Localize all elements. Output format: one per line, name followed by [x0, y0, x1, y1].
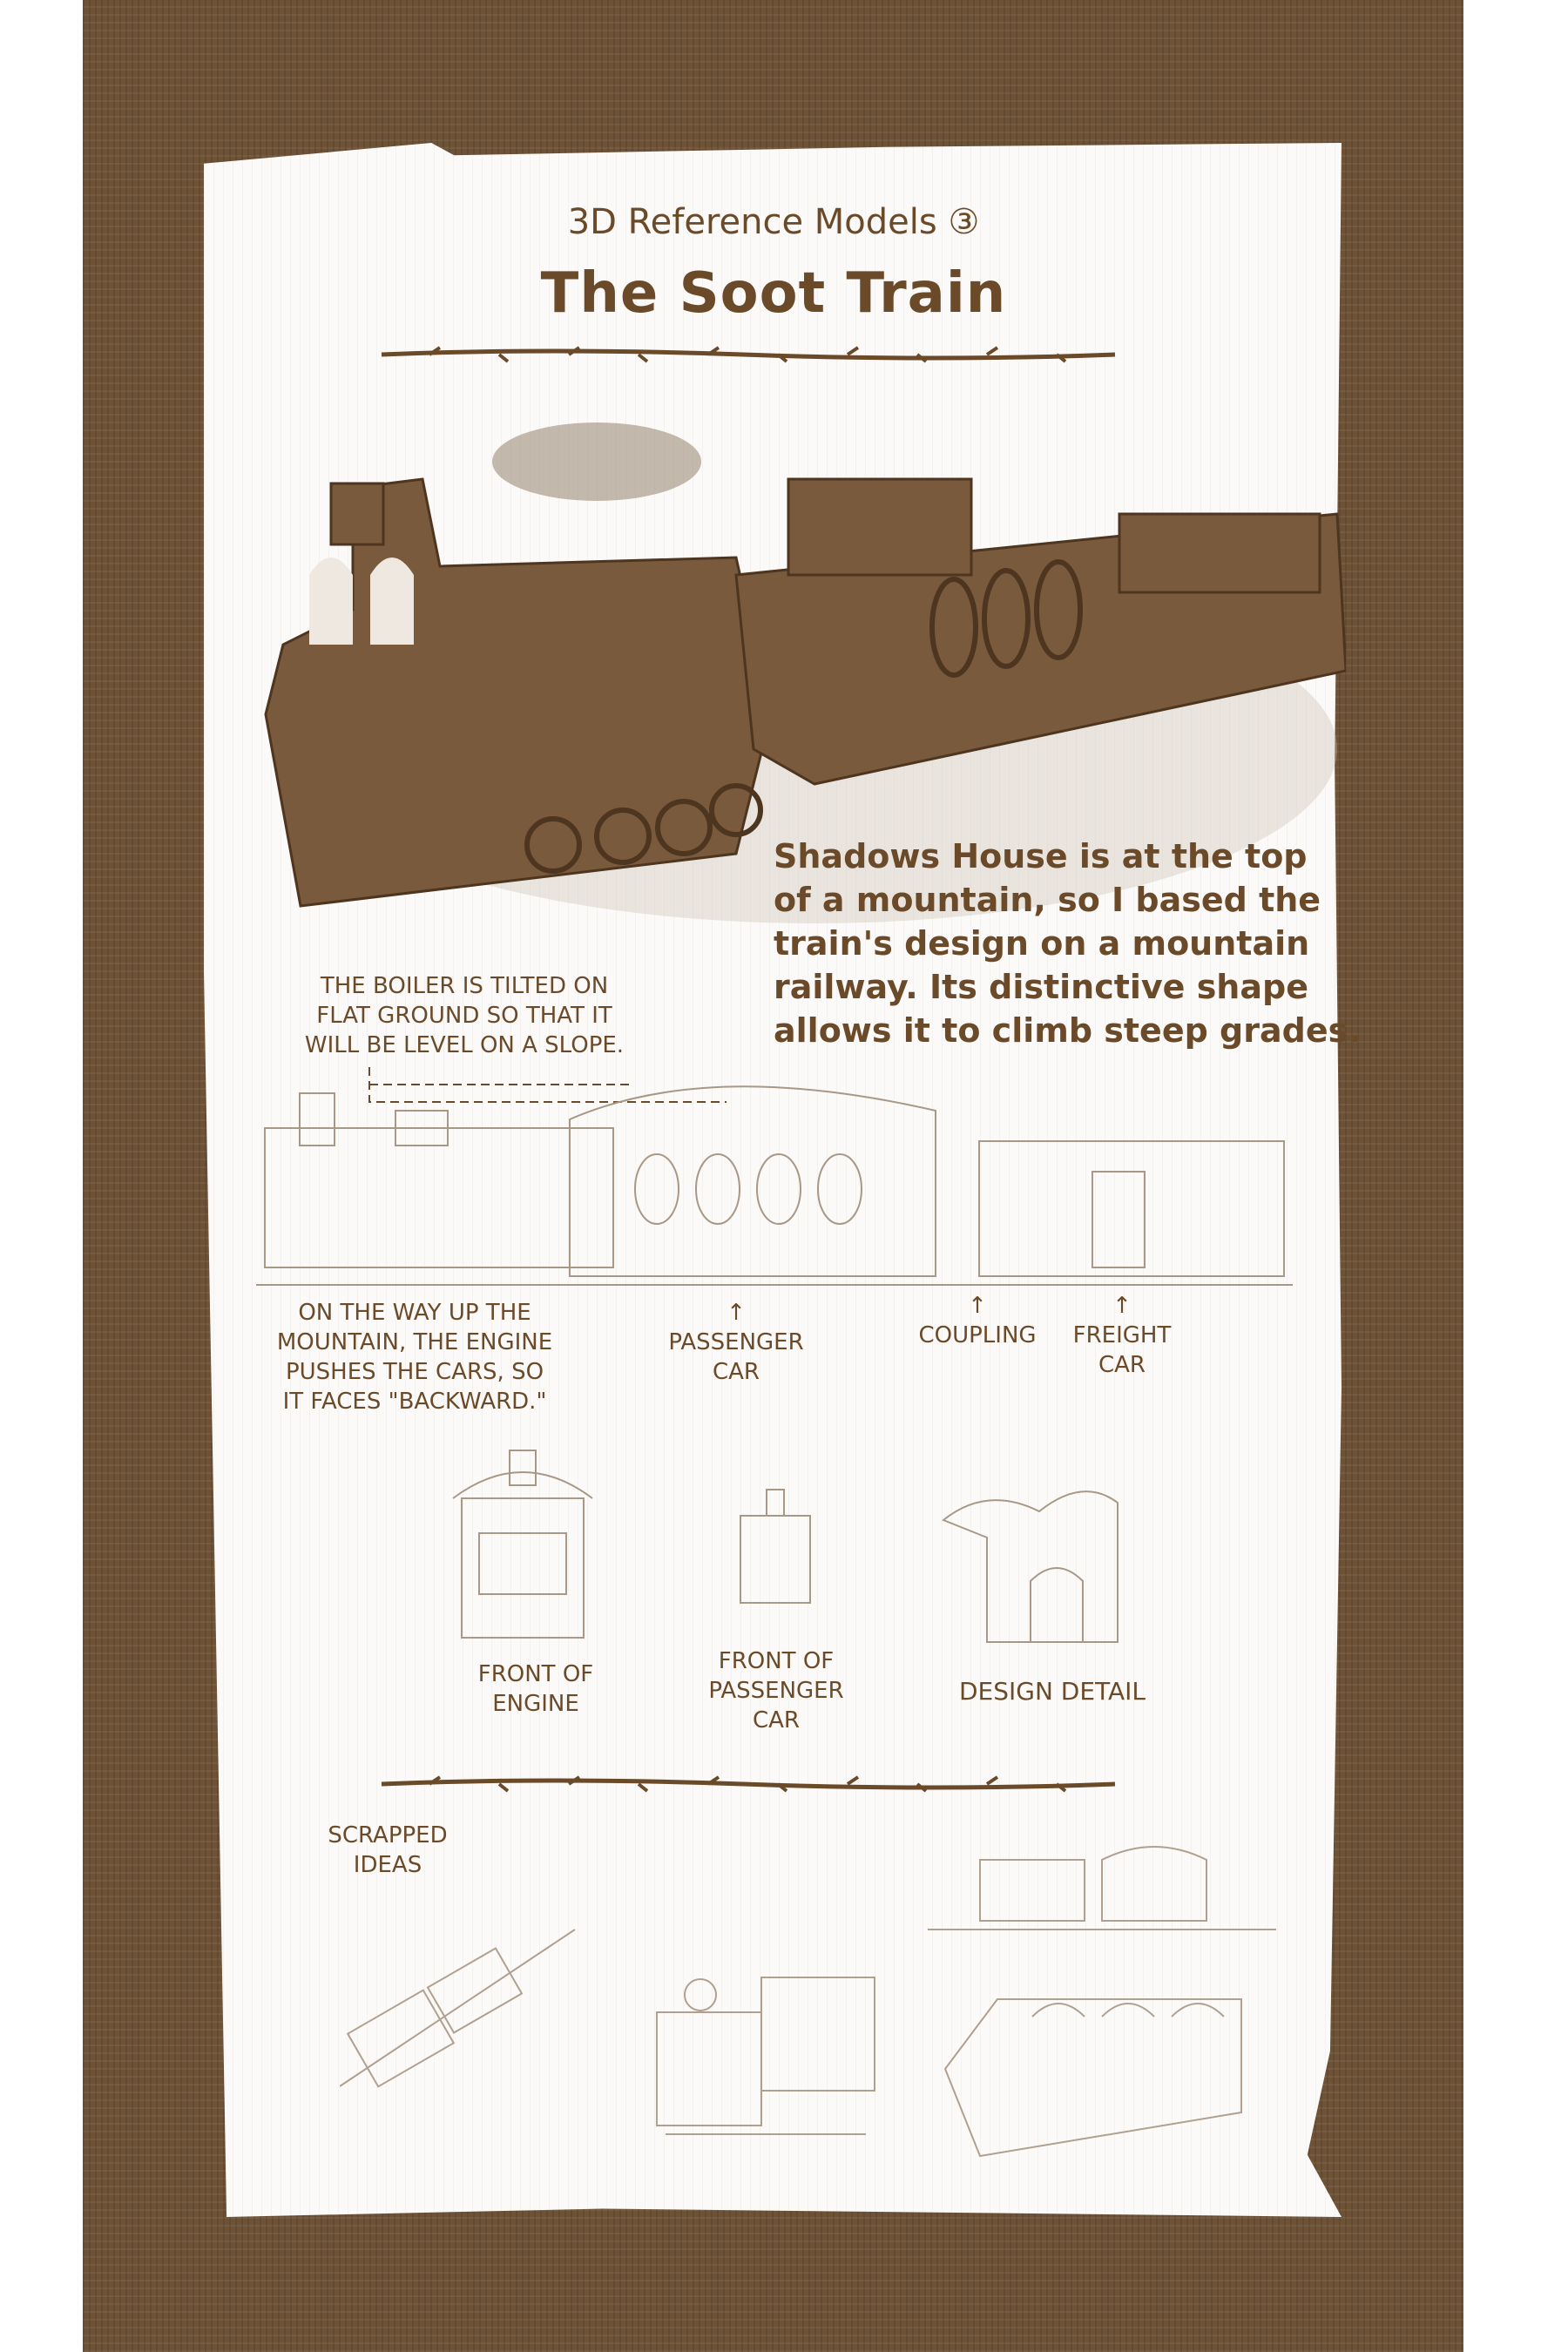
label-line: FRONT OF — [718, 1648, 835, 1674]
scrapped-sketch-engine — [656, 1977, 875, 2135]
label-line: FRONT OF — [477, 1661, 594, 1687]
design-detail-label: DESIGN DETAIL — [958, 1677, 1146, 1706]
up-arrow-icon: ↑ — [968, 1293, 987, 1319]
label-line: SCRAPPED — [328, 1822, 448, 1848]
label-line: FREIGHT — [1072, 1322, 1172, 1348]
label-line: COUPLING — [918, 1322, 1037, 1348]
note-line: ON THE WAY UP THE — [298, 1300, 531, 1326]
description-text: Shadows House is at the top of a mountai… — [774, 835, 1361, 1052]
up-arrow-icon: ↑ — [1112, 1293, 1132, 1319]
vine-divider-top — [381, 346, 1116, 363]
scrapped-sketch-slope — [340, 1929, 576, 2088]
description-line: railway. Its distinctive shape — [774, 968, 1308, 1006]
label-line: CAR — [712, 1359, 760, 1385]
design-detail-sketch — [942, 1490, 1119, 1643]
note-line: PUSHES THE CARS, SO — [285, 1359, 544, 1385]
up-arrow-icon: ↑ — [727, 1300, 746, 1326]
note-line: THE BOILER IS TILTED ON — [320, 973, 609, 999]
description-line: allows it to climb steep grades. — [774, 1011, 1361, 1050]
scrapped-sketch-train-small — [928, 1846, 1276, 1930]
boiler-note: THE BOILER IS TILTED ON FLAT GROUND SO T… — [305, 971, 624, 1060]
soot-train-3d-render — [264, 422, 1346, 923]
section-subtitle: 3D Reference Models ③ — [567, 202, 980, 242]
train-side-sketch — [256, 1067, 1293, 1286]
note-line: MOUNTAIN, THE ENGINE — [276, 1329, 553, 1355]
label-line: CAR — [752, 1707, 801, 1734]
description-line: train's design on a mountain — [774, 924, 1310, 963]
coupling-label: ↑ COUPLING — [918, 1291, 1036, 1350]
description-line: of a mountain, so I based the — [774, 881, 1321, 919]
front-of-engine-label: FRONT OF ENGINE — [478, 1659, 594, 1719]
passenger-car-label: ↑ PASSENGER CAR — [668, 1298, 803, 1387]
scrapped-ideas-label: SCRAPPED IDEAS — [328, 1821, 447, 1880]
label-line: ENGINE — [492, 1691, 579, 1717]
scrapped-sketch-freight — [943, 1998, 1242, 2158]
page-title: The Soot Train — [540, 261, 1007, 326]
label-line: IDEAS — [353, 1852, 422, 1878]
description-line: Shadows House is at the top — [774, 837, 1308, 875]
label-line: PASSENGER — [668, 1329, 804, 1355]
passenger-front-sketch — [740, 1489, 811, 1604]
freight-car-label: ↑ FREIGHT CAR — [1073, 1291, 1172, 1380]
engine-front-sketch — [452, 1450, 593, 1639]
note-line: WILL BE LEVEL ON A SLOPE. — [304, 1032, 625, 1058]
front-of-passenger-car-label: FRONT OF PASSENGER CAR — [708, 1646, 843, 1735]
note-line: IT FACES "BACKWARD." — [282, 1389, 547, 1415]
engine-direction-note: ON THE WAY UP THE MOUNTAIN, THE ENGINE P… — [277, 1298, 552, 1416]
label-line: CAR — [1098, 1352, 1146, 1378]
note-line: FLAT GROUND SO THAT IT — [316, 1003, 612, 1029]
vine-divider-bottom — [381, 1775, 1116, 1793]
label-line: PASSENGER — [708, 1678, 844, 1704]
